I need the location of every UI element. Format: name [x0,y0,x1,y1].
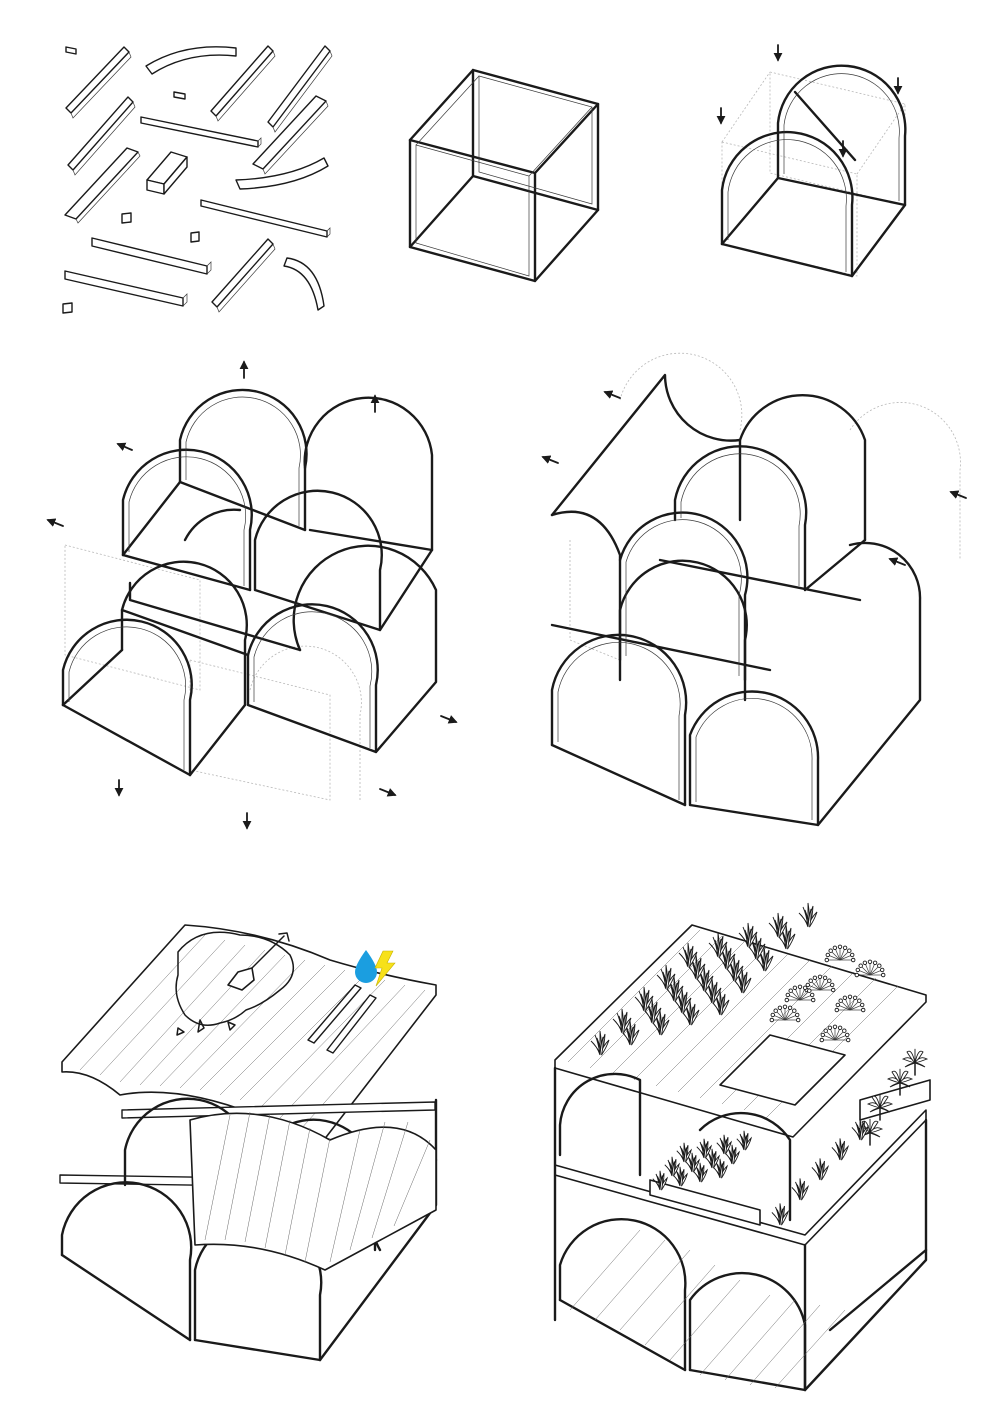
grass-plant [708,932,728,958]
grass-plant [746,934,766,960]
curved-rib [283,257,325,311]
palm-plant [901,1048,929,1076]
grass-plant [831,1138,850,1161]
timber-stick [211,238,276,313]
grass-plant [590,1030,610,1056]
grass-plant [791,1178,810,1201]
timber-peg [173,91,186,100]
timber-stick [91,237,212,275]
timber-peg [190,231,200,243]
grass-plant [676,1142,693,1163]
grass-plant [684,1152,701,1173]
plant-group [590,902,929,1226]
curved-rib [235,157,329,190]
grass-plant [738,922,758,948]
shovel-icon [227,932,290,991]
shrub-plant [804,974,836,993]
grass-plant [768,912,788,938]
panel-loose-members [62,45,333,314]
panel-arch-module [716,44,907,278]
timber-stick [64,147,141,224]
timber-stick [210,45,276,122]
grass-plant [696,1138,713,1159]
grass-plant [652,1170,669,1191]
panel-stacked-aggregation [541,352,967,827]
grass-plant [634,986,654,1012]
grass-plant [664,1156,681,1177]
timber-block [146,151,188,195]
soil-pile [175,931,295,1026]
grass-plant [732,968,752,994]
right-arrow-icon [379,788,397,797]
timber-peg [121,212,132,224]
grass-plant [771,1203,790,1226]
shrub-plant [784,984,816,1003]
shrub-plant [819,1024,851,1043]
timber-peg [65,46,77,55]
grass-plant [736,1130,753,1151]
shrub-plant [769,1004,801,1023]
panel-roof-sheathing [59,924,438,1362]
lightning-bolt-icon [374,950,396,987]
panel-cube-frame [408,68,600,283]
timber-stick [252,95,329,175]
grass-plant [704,1148,721,1169]
grass-plant [776,924,796,950]
timber-peg [62,302,73,314]
panel-planted-structure [553,902,931,1392]
left-arrow-icon [603,390,621,399]
shrub-plant [824,944,856,963]
shrub-plant [834,994,866,1013]
palm-plant [886,1068,914,1096]
grass-plant [678,942,698,968]
timber-stick [267,45,333,133]
timber-stick [65,46,132,119]
timber-stick [140,116,262,148]
curved-rib [145,46,237,75]
timber-stick [200,199,331,238]
grass-plant [712,1158,729,1179]
left-arrow-icon [46,518,64,527]
left-arrow-icon [949,490,967,499]
panel-module-aggregation [46,360,458,830]
water-drop-icon [355,950,377,983]
shrub-plant [854,959,886,978]
timber-stick [67,96,136,176]
grass-plant [798,902,818,928]
left-arrow-icon [541,455,559,464]
left-arrow-icon [116,442,133,451]
grass-plant [656,964,676,990]
timber-stick [64,270,188,307]
grass-plant [716,1134,733,1155]
grass-plant [664,976,684,1002]
grass-plant [811,1158,830,1181]
grass-plant [851,1118,870,1141]
grass-plant [680,1000,700,1026]
grass-plant [724,956,744,982]
right-arrow-icon [440,715,458,724]
left-arrow-icon [888,557,906,566]
grass-plant [612,1008,632,1034]
palm-plant [866,1093,894,1121]
